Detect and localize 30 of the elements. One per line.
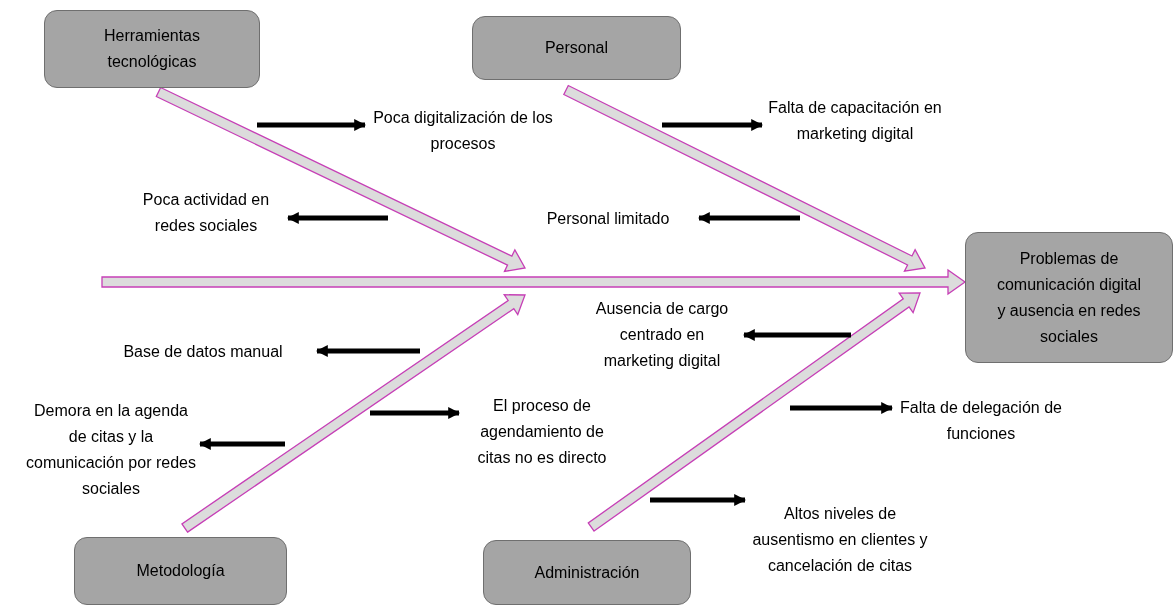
cause-text: El proceso de agendamiento de citas no es directo [476,396,608,468]
arrow [697,212,800,224]
cause-text: Altos niveles de ausentismo en clientes y cancelación de citas [751,504,929,576]
arrow [370,407,461,419]
arrow [198,438,285,450]
arrow [315,345,420,357]
cause-text: Ausencia de cargo centrado en marketing digital [594,299,730,371]
fishbone-arrow [587,292,921,532]
category-box: Metodología [74,537,287,605]
arrow [790,402,894,414]
category-box: Personal [472,16,681,80]
cause-text: Personal limitado [546,209,670,229]
cause-text: Base de datos manual [123,342,283,362]
arrow [257,119,367,131]
fishbone-arrow [562,84,926,273]
fishbone-arrow [181,294,526,534]
arrow [650,494,747,506]
cause-text: Demora en la agenda de citas y la comunicación por redes sociales [25,401,197,499]
cause-text: Poca actividad en redes sociales [141,190,271,236]
arrow [286,212,388,224]
fishbone-arrow [101,268,967,296]
cause-text: Falta de capacitación en marketing digital [767,98,943,144]
category-box: Herramientas tecnológicas [44,10,260,88]
cause-text: Poca digitalización de los procesos [372,108,554,154]
arrow [742,329,851,341]
arrow [662,119,764,131]
cause-text: Falta de delegación de funciones [899,398,1063,444]
category-box: Administración [483,540,691,605]
effect-box: Problemas de comunicación digital y ausencia en redes sociales [965,232,1173,363]
fishbone-arrow [155,86,526,273]
